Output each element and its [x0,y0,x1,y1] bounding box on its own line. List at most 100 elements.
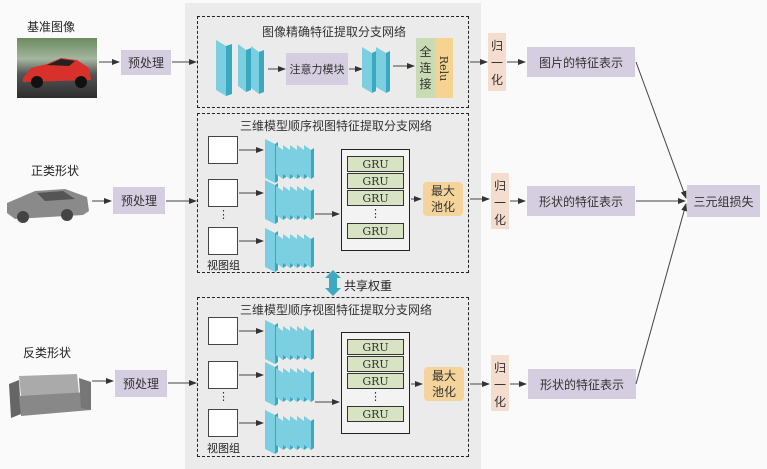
cnn-stack [265,139,314,183]
view-thumb [208,227,238,255]
normalize-char-2: 一 [493,378,506,392]
normalize-char-1: 归 [493,361,506,375]
view-dots: ⋮ [218,208,229,221]
normalize-box-positive: 归 一 化 [491,173,509,229]
normalize-char-2: 一 [490,56,503,70]
cnn-layer-side [311,419,314,450]
view-thumb [208,317,238,345]
red-car-icon [23,58,91,88]
gru-cell: GRU [347,173,404,189]
preprocess-box-positive: 预处理 [113,187,165,214]
cnn-layer [304,186,311,220]
gray-car-model-icon [7,189,89,223]
normalize-char-1: 归 [490,39,503,53]
cnn-block-image-1 [216,40,264,96]
image-branch-box [197,16,469,108]
gru-cell: GRU [347,339,404,355]
arrows [92,59,688,426]
cnn-stack [265,410,314,454]
cnn-layer [283,234,290,268]
cnn-layer-side [311,371,314,402]
view-dots: ⋮ [218,390,229,403]
preprocess-box-negative: 预处理 [115,370,167,397]
view-thumb [208,361,238,389]
normalize-char-3: 化 [490,73,503,87]
cnn-layer [276,234,283,268]
cnn-layer [265,410,275,454]
view-thumb [208,409,238,437]
cnn-layer [276,186,283,220]
shared-weights-arrow-icon [325,270,341,296]
cnn-layer-side [311,148,314,179]
cnn-layer [276,416,283,450]
cnn-layer [265,180,275,224]
cnn-layer [297,416,304,450]
cnn-layer [276,368,283,402]
fc-char-3: 接 [419,77,432,91]
cnn-layer [283,145,290,179]
cnn-layer [304,234,311,268]
cnn-layer [304,326,311,360]
cnn-layer-side [311,329,314,360]
cnn-layer [290,145,297,179]
cnn-layer [265,362,275,406]
gru-stack: GRU GRU GRU ⋮ GRU [341,332,410,434]
shared-weights-label: 共享权重 [344,279,393,293]
view-group-label: 视图组 [207,442,240,455]
anchor-label: 基准图像 [27,20,76,34]
cnn-layer [297,326,304,360]
view-group-label: 视图组 [207,259,240,272]
fc-char-1: 全 [419,45,432,59]
cnn-layer [290,186,297,220]
preprocess-box-anchor: 预处理 [121,50,171,75]
anchor-image [17,38,97,98]
shape-branch-box-negative [197,297,469,457]
normalize-char-2: 一 [493,196,506,210]
cnn-layer [297,234,304,268]
maxpool-line-2: 池化 [430,200,455,214]
gru-stack: GRU GRU GRU ⋮ GRU [341,149,410,251]
positive-feature-box: 形状的特征表示 [527,186,635,216]
negative-feature-box: 形状的特征表示 [528,369,636,399]
cnn-layer [290,234,297,268]
view-thumb [208,179,238,207]
cnn-layer [283,326,290,360]
cnn-layer [276,326,283,360]
maxpool-line-1: 最大 [431,369,456,383]
maxpool-box-negative: 最大 池化 [424,367,464,401]
maxpool-box-positive: 最大 池化 [423,182,463,216]
gru-cell: GRU [347,223,404,239]
cnn-stack [265,362,314,406]
cnn-layer [265,320,275,364]
cnn-layer [290,326,297,360]
cnn-layer [304,416,311,450]
gru-dots: ⋮ [370,207,381,220]
shape-branch-title-negative: 三维模型顺序视图特征提取分支网络 [240,303,433,317]
attention-module-box: 注意力模块 [286,53,348,85]
cnn-layer [290,368,297,402]
cnn-layer [265,228,275,272]
fc-layer-box: 全 连 接 [416,38,435,98]
cnn-layer [304,368,311,402]
cnn-layer-side [311,237,314,268]
normalize-box-negative: 归 一 化 [491,355,509,411]
gru-cell: GRU [347,156,404,172]
cnn-layer [283,186,290,220]
shape-branch-title-positive: 三维模型顺序视图特征提取分支网络 [240,119,433,133]
cnn-layer [283,368,290,402]
fc-char-2: 连 [419,61,432,75]
positive-label: 正类形状 [31,164,80,178]
cnn-layer [297,145,304,179]
image-feature-box: 图片的特征表示 [527,47,635,77]
normalize-char-3: 化 [493,395,506,409]
cnn-layer [304,145,311,179]
image-branch-title: 图像精确特征提取分支网络 [262,25,407,39]
normalize-box-anchor: 归 一 化 [488,33,506,91]
gru-cell: GRU [347,406,404,422]
triplet-loss-box: 三元组损失 [687,185,760,217]
cnn-layer [276,145,283,179]
cnn-layer-side [311,189,314,220]
cnn-stacks [265,139,314,454]
cnn-layer [290,416,297,450]
